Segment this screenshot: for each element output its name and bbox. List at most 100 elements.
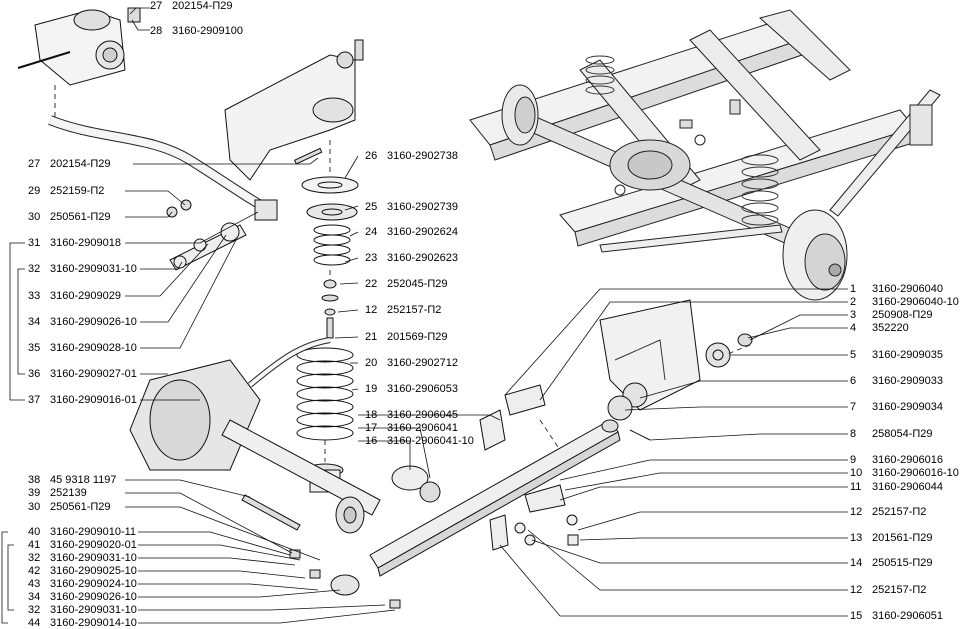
part-label-l9: 9 3160-2906016 [850,454,943,466]
part-number: 1 [850,283,857,295]
part-code: 3160-2909010-11 [50,526,137,538]
part-number: 38 [28,474,41,486]
part-label-l4: 4 352220 [850,322,909,334]
part-code: 3160-2906041-10 [387,435,474,447]
part-code: 3160-2906040-10 [872,296,959,308]
chassis-assembly-illustration [469,9,941,301]
part-number: 34 [28,591,41,603]
part-label-l2: 2 3160-2906040-10 [850,296,959,308]
part-number: 34 [28,316,41,328]
bolt-set-illustration [241,494,401,609]
panhard-bracket-illustration [599,299,753,441]
part-label-l40: 40 3160-2909010-11 [28,526,136,538]
part-code: 3160-2909014-10 [50,617,137,629]
part-code: 3160-2909018 [50,237,121,249]
part-code: 3160-2902712 [387,357,458,369]
part-code: 201569-П29 [387,331,448,343]
part-code: 252157-П2 [387,304,442,316]
part-code: 250561-П29 [50,501,111,513]
part-number: 41 [28,539,41,551]
part-number: 43 [28,578,41,590]
part-code: 352220 [872,322,909,334]
group-brackets [1,242,25,624]
part-code: 3160-2906045 [387,409,458,421]
part-code: 3160-2906051 [872,610,943,622]
part-label-l32b: 32 3160-2909031-10 [28,552,137,564]
part-number: 4 [850,322,857,334]
part-code: 3160-2909031-10 [50,263,137,275]
part-label-l3: 3 250908-П29 [850,309,933,321]
part-code: 3160-2909028-10 [50,342,137,354]
part-code: 3160-2909026-10 [50,316,137,328]
part-number: 3 [850,309,857,321]
part-number: 9 [850,454,857,466]
part-number: 30 [28,501,41,513]
part-label-l1: 1 3160-2906040 [850,283,943,295]
part-code: 252139 [50,487,87,499]
part-code: 250908-П29 [872,309,933,321]
part-number: 29 [28,185,41,197]
part-code: 3160-2909024-10 [50,578,137,590]
part-number: 23 [365,252,378,264]
part-code: 3160-2906041 [387,422,458,434]
part-code: 252157-П2 [872,584,927,596]
part-number: 27 [150,0,163,12]
part-code: 250515-П29 [872,557,933,569]
part-code: 258054-П29 [872,428,933,440]
part-number: 40 [28,526,41,538]
part-label-l18: 18 3160-2906045 [365,409,458,421]
spring-upper-bracket-illustration [224,39,364,181]
leader-lines [125,7,848,624]
part-code: 3160-2909031-10 [50,552,137,564]
part-label-l39: 39 252139 [28,487,87,499]
part-label-l34: 34 3160-2909026-10 [28,316,137,328]
part-code: 3160-2906016-10 [872,467,959,479]
part-number: 14 [850,557,863,569]
part-number: 27 [28,158,41,170]
part-number: 32 [28,552,41,564]
part-label-l41: 41 3160-2909020-01 [28,539,137,551]
part-label-l43: 43 3160-2909024-10 [28,578,137,590]
part-code: 3160-2906016 [872,454,943,466]
part-code: 3160-2909027-01 [50,368,137,380]
part-number: 30 [28,211,41,223]
stabilizer-bar-illustration [48,115,278,221]
part-number: 39 [28,487,41,499]
part-number: 6 [850,375,857,387]
part-number: 18 [365,409,378,421]
part-label-l10: 10 3160-2906016-10 [850,467,959,479]
part-label-l14: 14 250515-П29 [850,557,933,569]
part-code: 3160-2902623 [387,252,458,264]
part-code: 3160-2909020-01 [50,539,137,551]
part-code: 3160-2909031-10 [50,604,137,616]
part-code: 202154-П29 [50,158,111,170]
part-code: 252159-П2 [50,185,105,197]
part-number: 19 [365,383,378,395]
part-code: 3160-2909016-01 [50,394,137,406]
part-code: 3160-2909026-10 [50,591,137,603]
part-number: 2 [850,296,857,308]
part-number: 10 [850,467,863,479]
part-code: 3160-2906040 [872,283,943,295]
part-number: 37 [28,394,41,406]
